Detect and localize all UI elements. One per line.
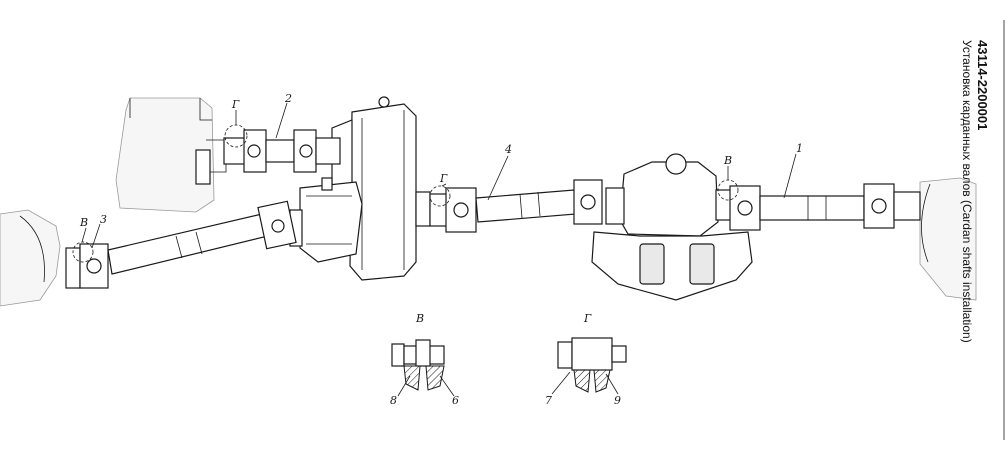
cardan-shaft-2 <box>223 129 341 173</box>
right-end-housing <box>919 177 977 301</box>
middle-axle-housing <box>591 153 753 301</box>
cardan-shaft-4 <box>429 179 603 233</box>
detail-g-heading: Г <box>583 312 592 325</box>
leader-lines <box>81 102 797 249</box>
cardan-shaft-1 <box>729 183 921 231</box>
drawing-code: 43114-2200001 <box>975 40 990 131</box>
marker-v-left: В <box>79 216 88 229</box>
transfer-case-block <box>115 97 227 213</box>
marker-g-upper: Г <box>231 98 240 111</box>
detail-v-label-6: 6 <box>452 394 459 407</box>
cardan-shaft-3 <box>65 200 297 289</box>
title-block: 43114-2200001 Установка карданных валов … <box>959 40 990 343</box>
left-end-housing <box>0 209 61 307</box>
main-gearbox-housing <box>289 96 431 281</box>
callout-2: 2 <box>284 92 292 105</box>
detail-view-v: В 8 6 <box>390 312 459 407</box>
marker-v-right: В <box>723 154 732 167</box>
callout-4: 4 <box>504 143 512 156</box>
marker-g-middle: Г <box>439 172 448 185</box>
detail-v-label-8: 8 <box>390 394 397 407</box>
detail-v-heading: В <box>415 312 424 325</box>
callout-3: 3 <box>100 213 107 226</box>
callout-1: 1 <box>796 142 803 155</box>
detail-view-g: Г 7 9 <box>545 312 627 407</box>
detail-g-label-7: 7 <box>545 394 552 407</box>
detail-g-label-9: 9 <box>614 394 621 407</box>
drawing-description: Установка карданных валов (Cardan shafts… <box>960 40 974 343</box>
